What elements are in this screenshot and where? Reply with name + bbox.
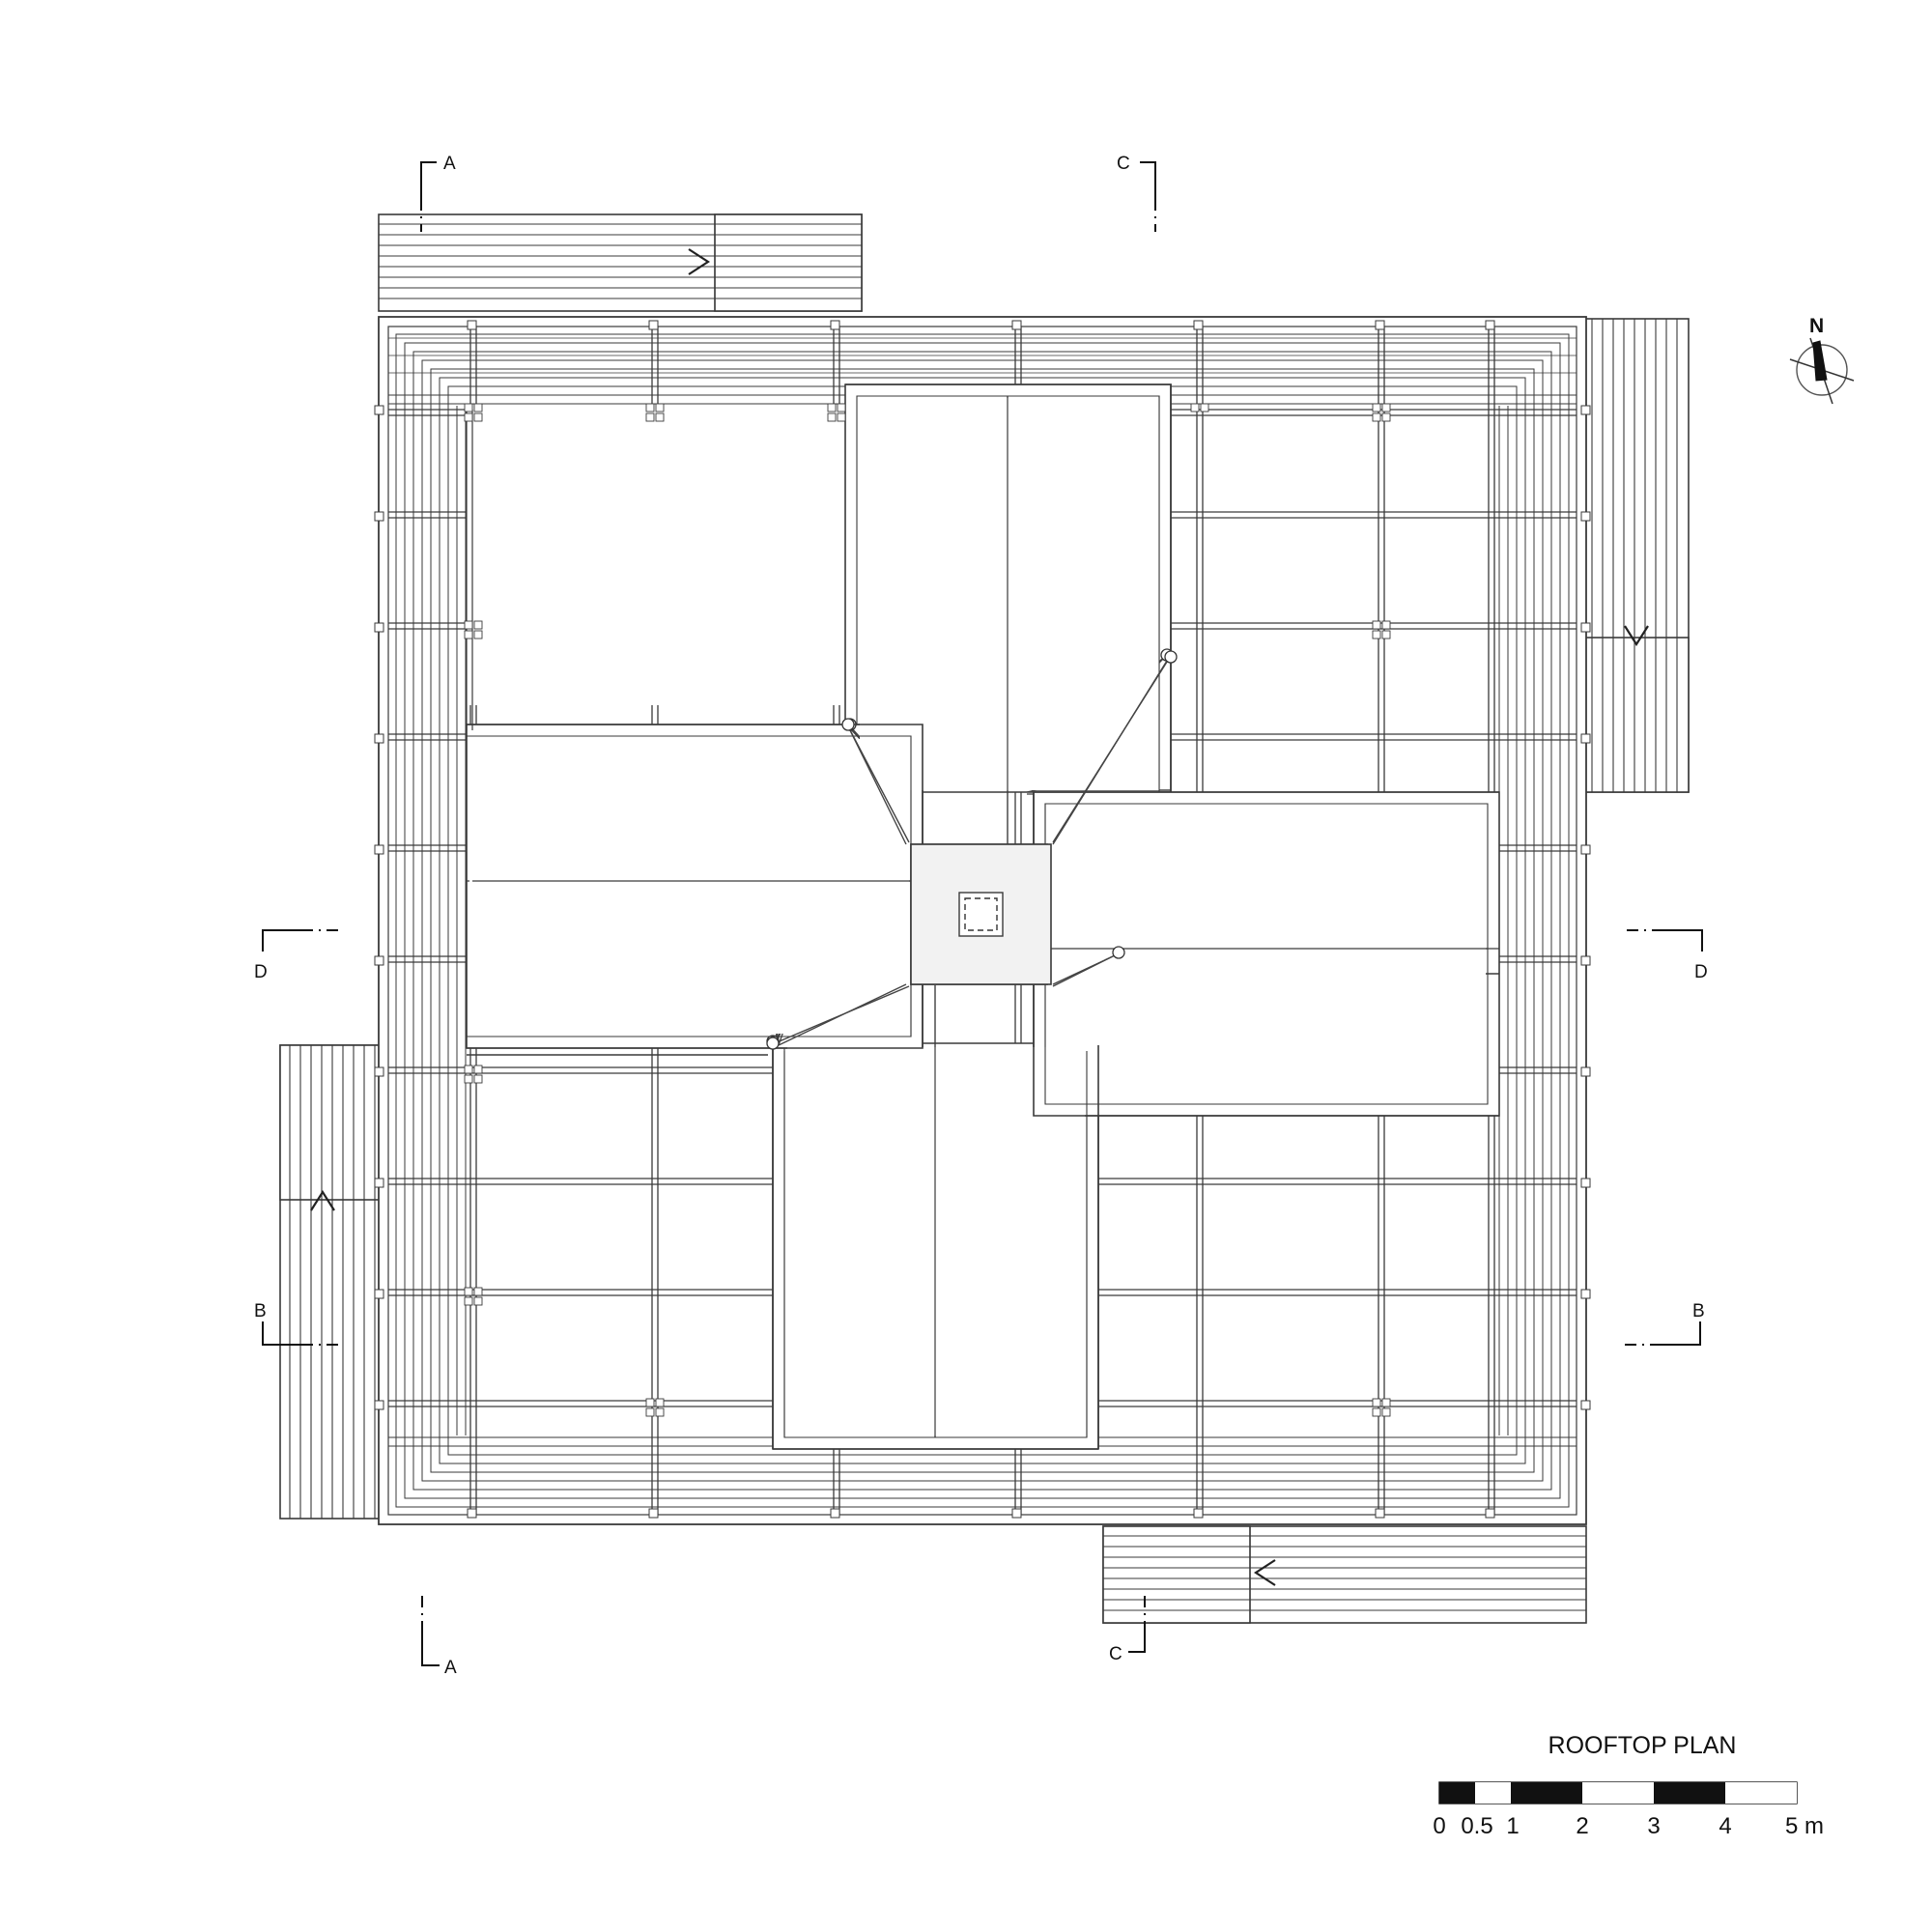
section-label-a-top: A xyxy=(443,154,456,174)
section-label-c-bottom: C xyxy=(1109,1644,1122,1664)
section-label-c-top: C xyxy=(1117,154,1130,174)
slope-arrow-west-icon xyxy=(310,1189,335,1211)
scale-seg-2 xyxy=(1511,1782,1582,1804)
roof-plane-nw xyxy=(467,406,850,705)
scale-seg-3 xyxy=(1582,1782,1654,1804)
section-marker-b-left: B xyxy=(254,1301,340,1346)
section-label-d-right: D xyxy=(1694,962,1708,982)
scale-tick-1: 0.5 xyxy=(1461,1813,1492,1839)
section-marker-a-top: A xyxy=(420,154,456,232)
compass-needle-icon xyxy=(1812,340,1828,382)
north-canopy xyxy=(378,213,863,312)
eave-corner-tr xyxy=(1482,333,1570,406)
section-marker-c-top: C xyxy=(1117,154,1156,232)
section-label-a-bottom: A xyxy=(444,1658,457,1678)
scale-tick-5: 4 xyxy=(1719,1813,1731,1839)
scale-seg-1 xyxy=(1475,1782,1511,1804)
compass-circle-icon xyxy=(1796,344,1848,396)
scale-tick-0: 0 xyxy=(1433,1813,1445,1839)
scale-tick-4: 3 xyxy=(1647,1813,1660,1839)
section-label-b-left: B xyxy=(254,1301,267,1321)
north-arrow: N xyxy=(1789,315,1855,405)
central-skylight-top xyxy=(910,843,1052,985)
secondary-battens-north xyxy=(388,337,1577,374)
scale-seg-0 xyxy=(1439,1782,1475,1804)
eave-corner-br xyxy=(1482,1435,1570,1508)
drawing-title: ROOFTOP PLAN xyxy=(1548,1732,1737,1759)
section-label-b-right: B xyxy=(1692,1301,1705,1321)
eave-band-west xyxy=(395,406,467,1435)
eave-corner-tl xyxy=(395,333,483,406)
roof-hips-clean xyxy=(774,658,1170,1044)
section-marker-d-left: D xyxy=(254,929,340,982)
scale-seg-5 xyxy=(1725,1782,1797,1804)
hip-node-circles-top xyxy=(766,650,1178,1050)
slope-arrow-south-icon xyxy=(1253,1559,1276,1586)
scale-tick-6: 5 m xyxy=(1785,1813,1824,1839)
scale-tick-2: 1 xyxy=(1506,1813,1519,1839)
section-marker-c-bottom: C xyxy=(1109,1592,1146,1664)
roof-outline-inner xyxy=(387,326,1577,1516)
quadrant-grid-nw xyxy=(466,406,473,730)
slope-arrow-east-icon xyxy=(1624,625,1649,647)
section-marker-b-right: B xyxy=(1623,1301,1705,1346)
section-marker-a-bottom: A xyxy=(421,1594,457,1678)
section-marker-d-right: D xyxy=(1625,929,1708,982)
slope-arrow-north-icon xyxy=(688,248,711,275)
scale-seg-4 xyxy=(1654,1782,1725,1804)
west-canopy xyxy=(279,1044,387,1520)
south-canopy xyxy=(1102,1525,1587,1624)
section-label-d-left: D xyxy=(254,962,268,982)
north-label: N xyxy=(1809,315,1824,337)
column-markers xyxy=(374,320,1591,1519)
scale-tick-3: 2 xyxy=(1576,1813,1588,1839)
scale-bar: 0 0.5 1 2 3 4 5 m xyxy=(1433,1781,1824,1839)
eave-corner-bl xyxy=(395,1435,483,1508)
east-canopy xyxy=(1581,318,1690,793)
